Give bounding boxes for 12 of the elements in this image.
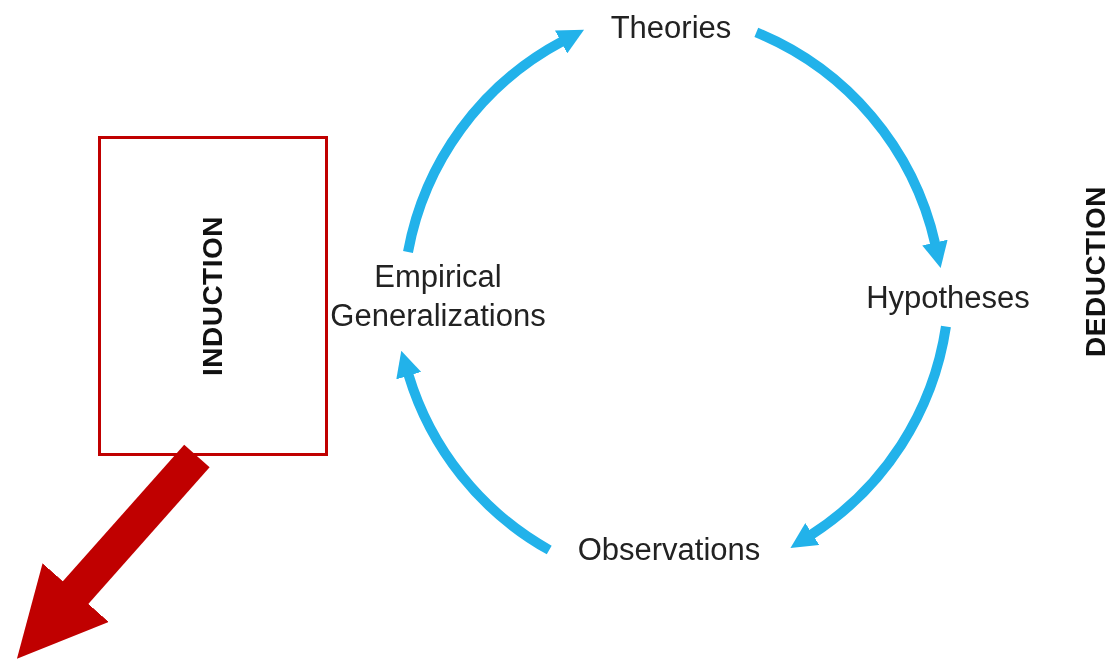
arrow [16, 444, 210, 659]
label-box [98, 136, 328, 456]
box-label: INDUCTION [197, 215, 229, 376]
side-label: DEDUCTION [1080, 186, 1112, 357]
arrow [403, 28, 584, 254]
stage-label: Theories [610, 8, 732, 47]
arrow [754, 27, 948, 268]
arrow [396, 351, 552, 555]
arrow [791, 325, 951, 550]
stage-label: Observations [577, 530, 761, 569]
stage-label: Empirical Generalizations [330, 258, 546, 335]
stage-label: Hypotheses [866, 278, 1030, 317]
